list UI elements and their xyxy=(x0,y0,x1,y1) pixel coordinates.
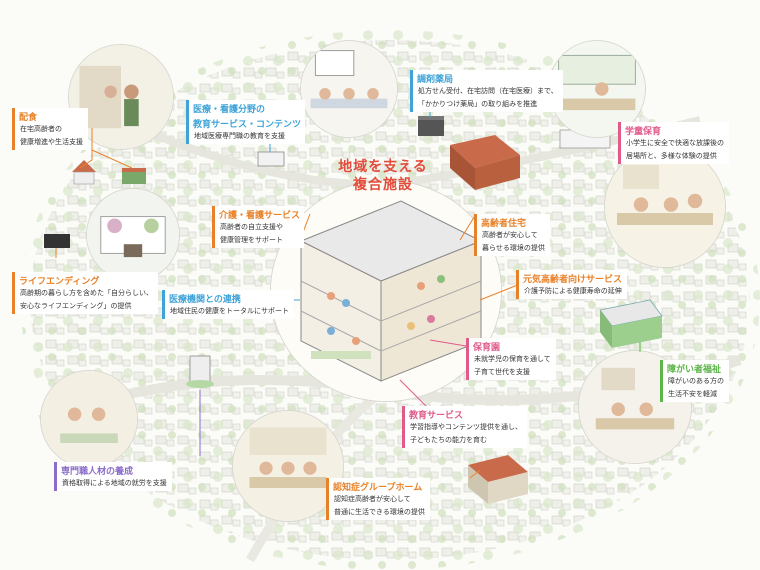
callout-meal-delivery-title: 配食 xyxy=(19,113,38,123)
callout-dementia-group-home-desc1: 認知症高齢者が安心して xyxy=(334,495,411,503)
callout-active-senior-desc1: 介護予防による健康寿命の延伸 xyxy=(524,287,622,295)
callout-education-service-desc1: 学習指導やコンテンツ提供を通し、 xyxy=(410,423,522,431)
callout-dementia-group-home-title: 認知症グループホーム xyxy=(333,483,423,493)
callout-dementia-group-home: 認知症グループホーム 認知症高齢者が安心して 普通に生活できる環境の提供 xyxy=(326,478,430,520)
callout-life-ending: ライフエンディング 高齢期の暮らし方を含めた「自分らしい、 安心なライフエンディ… xyxy=(12,272,158,314)
callout-elderly-housing-desc1: 高齢者が安心して xyxy=(482,231,538,239)
funeral-hall xyxy=(44,234,70,248)
callout-active-senior: 元気高齢者向けサービス 介護予防による健康寿命の延伸 xyxy=(516,270,627,299)
callout-life-ending-desc2: 安心なライフエンディング」の提供 xyxy=(20,302,132,310)
callout-disability-welfare-title: 障がい者福祉 xyxy=(667,365,722,375)
life-ending-vignette xyxy=(86,188,180,282)
after-school-vignette xyxy=(604,146,726,268)
callout-pharmacy: 調剤薬局 処方せん受付、在宅訪問（在宅医療）まで、 「かかりつけ薬局」の取り組み… xyxy=(410,70,563,112)
callout-medical-education-title2: 教育サービス・コンテンツ xyxy=(193,120,302,130)
callout-life-ending-desc1: 高齢期の暮らし方を含めた「自分らしい、 xyxy=(20,289,153,297)
callout-professional-training-title: 専門職人材の養成 xyxy=(61,467,134,477)
callout-after-school: 学童保育 小学生に安全で快適な放課後の 居場所と、多様な体験の提供 xyxy=(618,122,729,164)
group-home-vignette xyxy=(232,410,344,522)
callout-medical-education-desc1: 地域医療専門職の教育を支援 xyxy=(194,132,285,140)
callout-education-service-desc2: 子どもたちの能力を育む xyxy=(410,436,487,444)
callout-education-service-title: 教育サービス xyxy=(409,411,464,421)
callout-professional-training-desc1: 資格取得による地域の就労を支援 xyxy=(62,479,167,487)
training-vignette xyxy=(40,370,138,468)
callout-disability-welfare-desc1: 障がいのある方の xyxy=(668,377,724,385)
central-title-line1: 地域を支える xyxy=(338,159,428,175)
callout-elderly-housing-desc2: 暮らせる環境の提供 xyxy=(482,244,545,252)
callout-life-ending-title: ライフエンディング xyxy=(19,277,100,287)
callout-medical-cooperation-title: 医療機関との連携 xyxy=(169,295,241,305)
callout-medical-education: 医療・看護分野の 教育サービス・コンテンツ 地域医療専門職の教育を支援 xyxy=(186,100,306,144)
callout-medical-cooperation: 医療機関との連携 地域住民の健康をトータルにサポート xyxy=(162,290,294,319)
callout-medical-education-title: 医療・看護分野の xyxy=(193,105,266,115)
callout-after-school-desc2: 居場所と、多様な体験の提供 xyxy=(626,152,717,160)
welfare-building xyxy=(599,299,663,348)
callout-after-school-desc1: 小学生に安全で快適な放課後の xyxy=(626,139,724,147)
callout-nursing-care: 介護・看護サービス 高齢者の自立支援や 健康管理をサポート xyxy=(212,206,305,248)
callout-dementia-group-home-desc2: 普通に生活できる環境の提供 xyxy=(334,508,425,516)
callout-pharmacy-desc2: 「かかりつけ薬局」の取り組みを推進 xyxy=(418,100,538,108)
group-home-building xyxy=(468,455,528,504)
school-building xyxy=(257,151,285,167)
callout-active-senior-title: 元気高齢者向けサービス xyxy=(523,275,623,285)
callout-nursing-care-desc2: 健康管理をサポート xyxy=(220,236,283,244)
delivery-shop xyxy=(122,168,146,184)
callout-meal-delivery: 配食 在宅高齢者の 健康増進や生活支援 xyxy=(12,108,88,150)
callout-elderly-housing-title: 高齢者住宅 xyxy=(481,219,527,229)
training-building xyxy=(186,355,214,388)
callout-nursing-care-title: 介護・看護サービス xyxy=(219,211,301,221)
callout-medical-cooperation-desc1: 地域住民の健康をトータルにサポート xyxy=(170,307,289,315)
callout-nursery-title: 保育園 xyxy=(473,343,501,353)
callout-nursing-care-desc1: 高齢者の自立支援や xyxy=(220,223,283,231)
pharmacy-vignette xyxy=(548,40,646,138)
callout-disability-welfare-desc2: 生活不安を軽減 xyxy=(668,390,717,398)
callout-pharmacy-desc1: 処方せん受付、在宅訪問（在宅医療）まで、 xyxy=(418,87,558,95)
callout-elderly-housing: 高齢者住宅 高齢者が安心して 暮らせる環境の提供 xyxy=(474,214,550,256)
elderly-housing-building xyxy=(450,135,520,190)
central-facility-title: 地域を支える 複合施設 xyxy=(318,158,448,194)
central-title-line2: 複合施設 xyxy=(353,177,413,193)
classroom-vignette xyxy=(300,40,398,138)
callout-disability-welfare: 障がい者福祉 障がいのある方の 生活不安を軽減 xyxy=(660,360,729,402)
callout-meal-delivery-desc1: 在宅高齢者の xyxy=(20,125,62,133)
callout-after-school-title: 学童保育 xyxy=(625,127,662,137)
callout-nursery: 保育園 未就学児の保育を通して 子育て世代を支援 xyxy=(466,338,556,380)
pharmacy-building xyxy=(418,116,444,136)
callout-pharmacy-title: 調剤薬局 xyxy=(417,75,454,85)
callout-nursery-desc2: 子育て世代を支援 xyxy=(474,368,530,376)
callout-education-service: 教育サービス 学習指導やコンテンツ提供を通し、 子どもたちの能力を育む xyxy=(402,406,527,448)
callout-nursery-desc1: 未就学児の保育を通して xyxy=(474,355,551,363)
callout-professional-training: 専門職人材の養成 資格取得による地域の就労を支援 xyxy=(54,462,172,491)
callout-meal-delivery-desc2: 健康増進や生活支援 xyxy=(20,138,83,146)
